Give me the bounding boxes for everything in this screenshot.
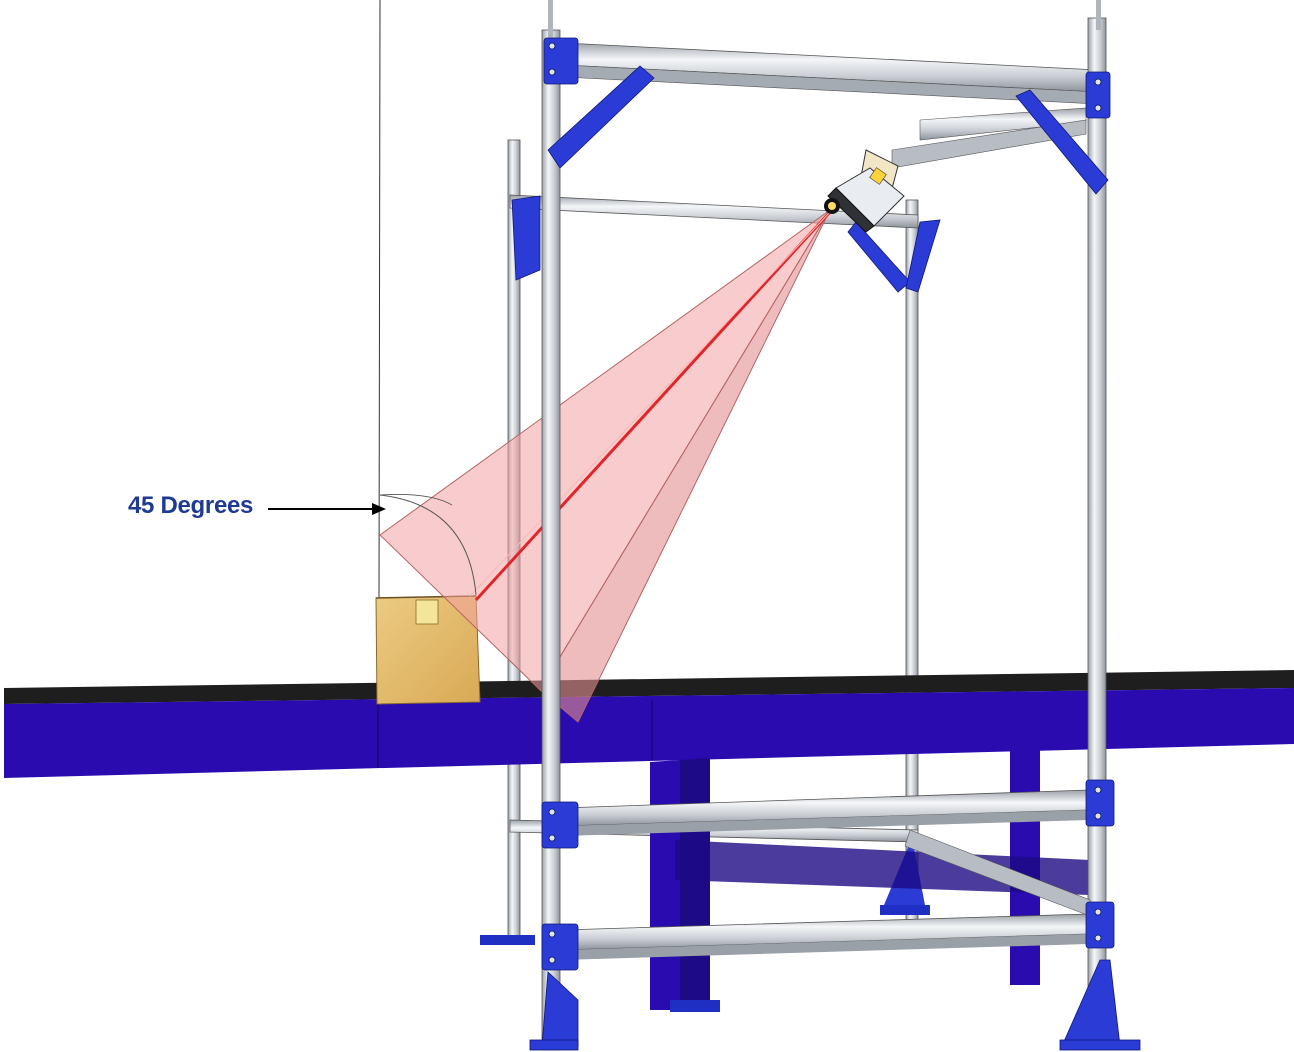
front-frame — [541, 0, 1107, 1051]
carton-box — [375, 595, 481, 705]
vertical-reference-line — [378, 0, 381, 601]
blue-brackets — [511, 37, 1141, 1051]
laser-center-line — [474, 210, 832, 602]
angle-label: 45 Degrees — [128, 492, 254, 519]
scanner-head — [824, 149, 905, 233]
bolts — [548, 42, 1102, 964]
laser-scan-fan — [379, 209, 832, 723]
